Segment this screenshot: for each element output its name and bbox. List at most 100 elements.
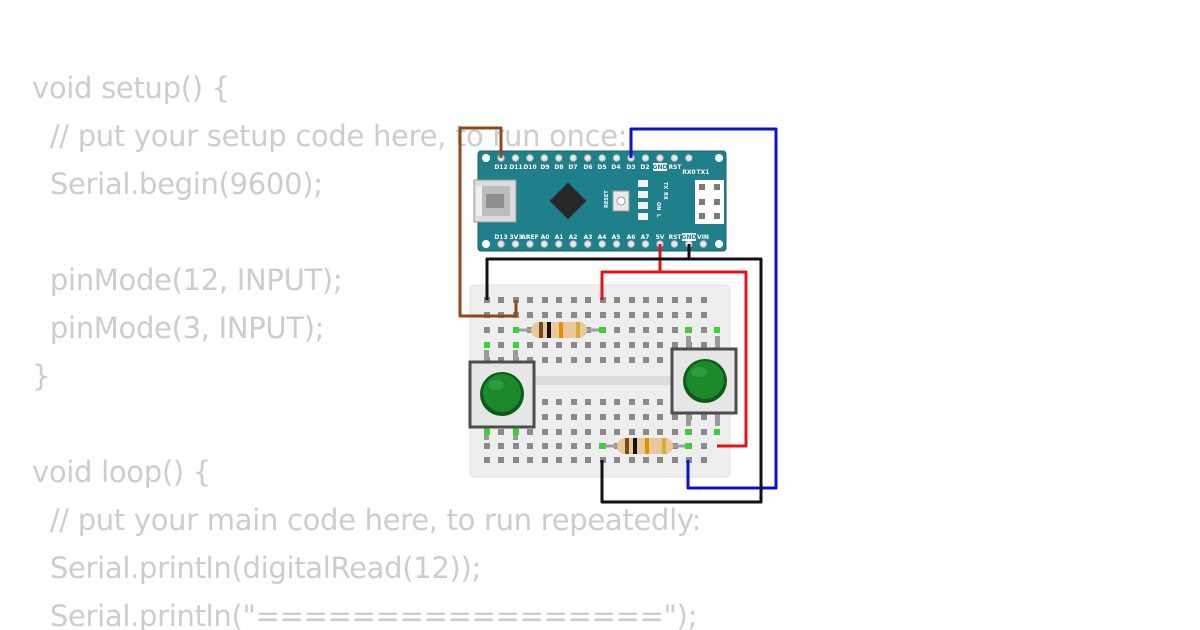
breadboard-hole <box>686 297 692 303</box>
connection-marker <box>714 327 720 333</box>
breadboard-hole <box>643 312 649 318</box>
breadboard-hole <box>556 357 562 363</box>
header-pin <box>584 240 592 248</box>
breadboard-hole <box>614 297 620 303</box>
breadboard-hole <box>542 297 548 303</box>
breadboard-hole <box>657 414 663 420</box>
breadboard-hole <box>498 357 504 363</box>
breadboard-hole <box>527 312 533 318</box>
breadboard-hole <box>585 457 591 463</box>
breadboard-hole <box>600 312 606 318</box>
header-pin <box>641 240 650 248</box>
breadboard-hole <box>657 357 663 363</box>
breadboard-hole <box>498 342 504 348</box>
breadboard-hole <box>542 443 548 449</box>
header-pin <box>526 154 534 162</box>
breadboard-hole <box>542 457 548 463</box>
code-line: // put your main code here, to run repea… <box>32 503 702 537</box>
wire-black-gnd[interactable] <box>485 244 763 504</box>
breadboard-hole <box>571 443 577 449</box>
header-pin <box>656 154 664 162</box>
breadboard-hole <box>585 357 591 363</box>
breadboard-hole <box>614 342 620 348</box>
header-pin <box>526 240 534 248</box>
code-line: pinMode(3, INPUT); <box>32 311 325 345</box>
breadboard-hole <box>629 429 635 435</box>
icsp-header <box>695 180 724 224</box>
breadboard-hole <box>542 429 548 435</box>
breadboard-hole <box>657 429 663 435</box>
pin-label-gnd-top: GND <box>653 164 668 171</box>
breadboard-hole <box>556 429 562 435</box>
breadboard-hole <box>571 399 577 405</box>
breadboard-hole <box>672 457 678 463</box>
header-pin <box>540 154 549 162</box>
breadboard-hole <box>527 297 533 303</box>
breadboard-hole <box>556 297 562 303</box>
breadboard-hole <box>643 399 649 405</box>
code-line: Serial.println(digitalRead(12)); <box>32 551 482 585</box>
microcontroller-chip-icon <box>549 182 587 220</box>
connection-marker <box>685 429 691 435</box>
led-label-tx: TX <box>662 182 668 189</box>
breadboard-hole <box>657 297 663 303</box>
breadboard-hole <box>527 342 533 348</box>
breadboard-hole <box>585 399 591 405</box>
breadboard-hole <box>513 457 519 463</box>
breadboard-hole <box>629 327 635 333</box>
pin-label-d13: D13 <box>494 234 507 241</box>
wire-brown-d12[interactable] <box>458 126 518 318</box>
breadboard-hole <box>527 443 533 449</box>
breadboard-hole <box>686 312 692 318</box>
breadboard-hole <box>614 429 620 435</box>
pin-label-3v3: 3V3 <box>510 234 523 241</box>
header-pin <box>555 154 563 162</box>
breadboard-hole <box>629 399 635 405</box>
reset-button-icon[interactable] <box>612 190 630 212</box>
breadboard-hole <box>701 414 707 420</box>
connection-marker <box>513 429 519 435</box>
breadboard-center-channel <box>470 376 730 385</box>
breadboard-hole <box>629 414 635 420</box>
header-pin <box>584 154 592 162</box>
pin-label-d8: D8 <box>554 164 563 171</box>
breadboard-hole <box>672 327 678 333</box>
led-label-l: L <box>655 214 661 218</box>
code-line: // put your setup code here, to run once… <box>32 119 628 153</box>
connection-marker <box>484 429 490 435</box>
breadboard-hole <box>629 312 635 318</box>
pushbutton-left[interactable] <box>468 350 536 440</box>
pin-label-d12: D12 <box>494 164 507 171</box>
usb-connector-icon <box>473 179 517 223</box>
breadboard-hole <box>657 327 663 333</box>
header-pin <box>540 240 549 248</box>
breadboard-hole <box>643 414 649 420</box>
pin-label-rx0: RX0 <box>682 169 695 176</box>
connection-marker <box>714 429 720 435</box>
resistor-top[interactable] <box>516 322 602 338</box>
breadboard-hole <box>556 399 562 405</box>
breadboard-hole <box>701 443 707 449</box>
breadboard-hole <box>571 429 577 435</box>
breadboard-hole <box>527 429 533 435</box>
breadboard-hole <box>498 327 504 333</box>
pushbutton-right[interactable] <box>670 336 738 426</box>
breadboard-hole <box>585 414 591 420</box>
arduino-nano-board[interactable]: RESET TX RX ON L D12 D11 D10 D9 D8 D7 <box>473 150 727 252</box>
breadboard-hole <box>672 429 678 435</box>
header-pin <box>612 240 621 248</box>
breadboard-hole <box>542 342 548 348</box>
breadboard-hole <box>629 457 635 463</box>
wire-blue-d3[interactable] <box>629 127 778 490</box>
breadboard-hole <box>643 357 649 363</box>
breadboard-hole <box>556 457 562 463</box>
breadboard-hole <box>629 357 635 363</box>
breadboard-hole <box>701 312 707 318</box>
connection-marker <box>513 342 519 348</box>
resistor-bottom[interactable] <box>602 438 688 454</box>
mounting-hole <box>715 240 723 248</box>
breadboard-hole <box>701 327 707 333</box>
breadboard-hole <box>614 357 620 363</box>
pin-label-a3: A3 <box>584 234 593 241</box>
mounting-hole <box>482 154 490 162</box>
